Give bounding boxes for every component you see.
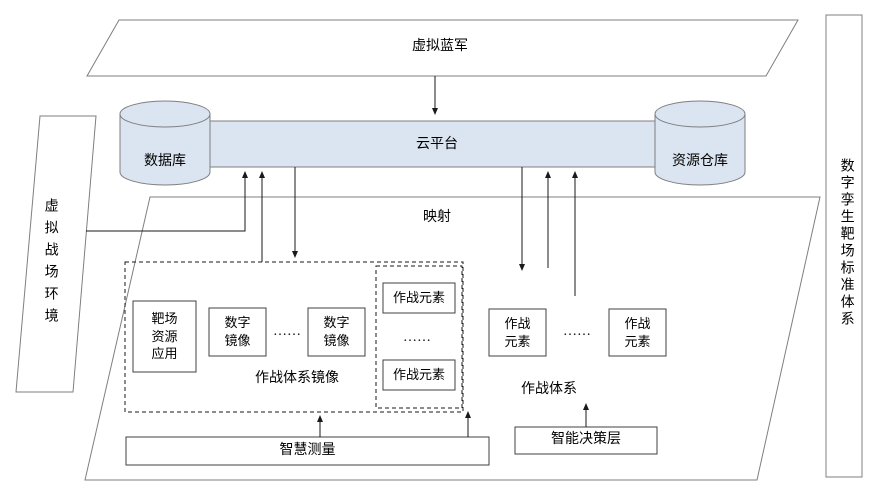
- combat-element-small-box-1: [382, 282, 456, 314]
- arrow-battlefield-to-cloud: [86, 171, 248, 232]
- standard-system-label: 数字孪生靶场标准体系: [838, 158, 854, 328]
- database-cylinder-top: [119, 100, 211, 128]
- digital-mirror-box-2: [307, 307, 366, 357]
- mirror-dots: ……: [273, 324, 301, 339]
- mirror-system-dashed-box: [124, 261, 464, 413]
- database-cylinder: [119, 114, 211, 186]
- cloud-platform-label: 云平台: [416, 137, 458, 152]
- resource-repo-label: 资源仓库: [672, 154, 728, 169]
- range-app-label: 靶场 资源 应用: [151, 311, 178, 362]
- combat-element-small-box-2: [382, 359, 456, 391]
- virtual-blue-army-label: 虚拟蓝军: [412, 39, 468, 54]
- mapping-label: 映射: [423, 210, 451, 225]
- virtual-battlefield-band: [15, 115, 97, 393]
- combat-element-label-1: 作战 元素: [504, 315, 531, 349]
- combat-elements-dashed-box: [375, 265, 463, 409]
- smart-measurement-label: 智慧测量: [279, 442, 336, 458]
- mirror-system-label: 作战体系镜像: [255, 371, 339, 386]
- virtual-blue-army-band: [86, 19, 799, 77]
- combat-system-label: 作战体系: [521, 382, 577, 397]
- digital-mirror-label-1: 数字 镜像: [224, 315, 251, 348]
- resource-repo-cylinder: [654, 114, 746, 186]
- combat-element-box-2: [608, 308, 667, 357]
- cloud-platform-bar: [164, 120, 701, 168]
- decision-layer-box: [514, 426, 658, 455]
- virtual-battlefield-label: 虚拟战场环境: [42, 198, 58, 330]
- combat-element-small-label-2: 作战元素: [392, 367, 445, 383]
- combat-element-label-2: 作战 元素: [624, 315, 651, 349]
- decision-layer-label: 智能决策层: [551, 432, 621, 448]
- range-app-box: [132, 300, 197, 373]
- inner-dots: ……: [403, 330, 431, 345]
- mapping-area-panel: [84, 196, 821, 481]
- smart-measurement-box: [125, 436, 490, 466]
- combat-element-small-label-1: 作战元素: [392, 290, 445, 306]
- digital-mirror-box-1: [208, 307, 267, 357]
- combat-element-box-1: [488, 308, 547, 357]
- digital-mirror-label-2: 数字 镜像: [323, 315, 350, 348]
- database-label: 数据库: [144, 154, 186, 169]
- standard-system-panel: [825, 14, 863, 478]
- resource-repo-cylinder-top: [654, 100, 746, 128]
- combat-dots: ……: [563, 324, 591, 339]
